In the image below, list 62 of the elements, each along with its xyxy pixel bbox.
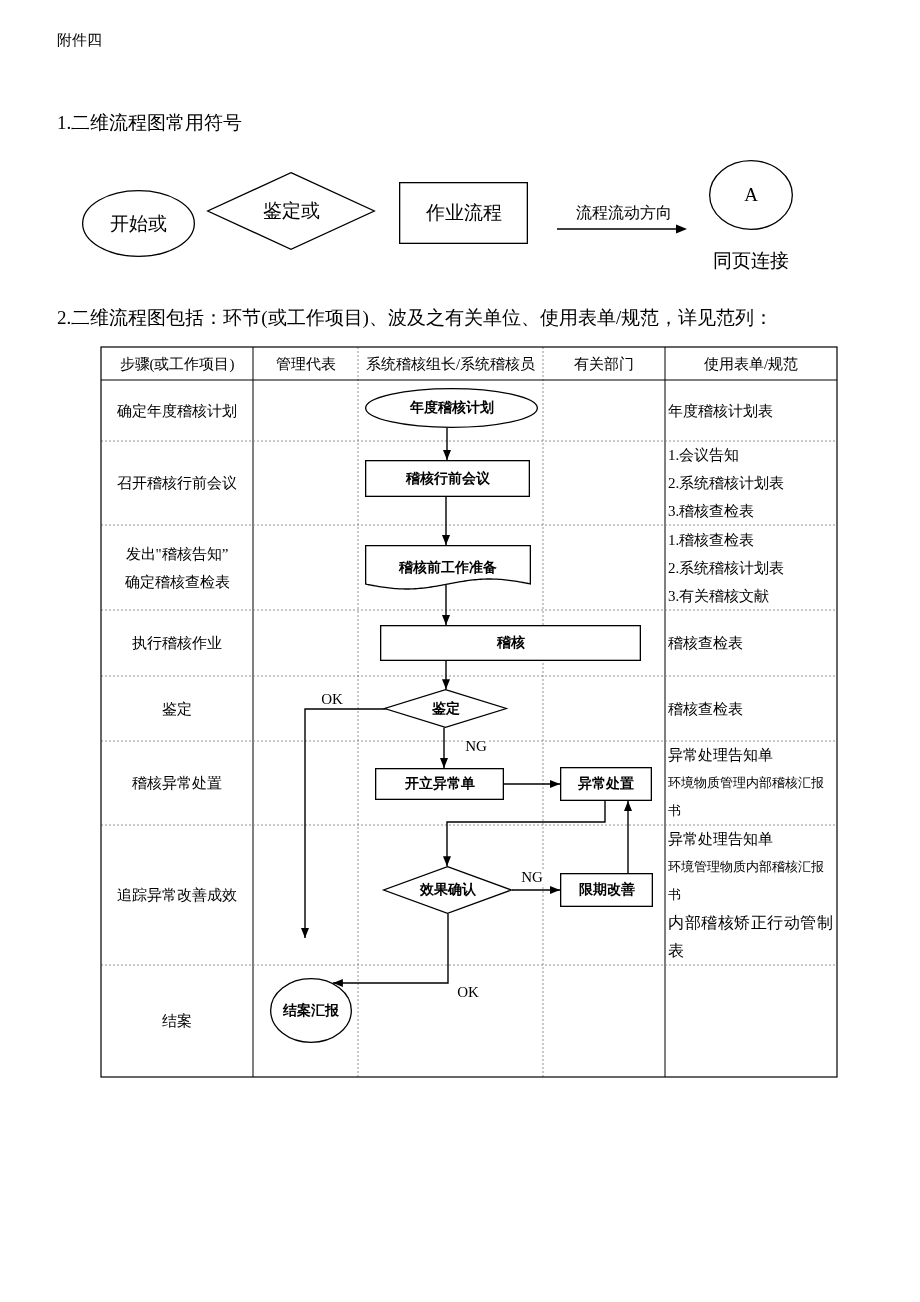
terminal-ellipse: 结案汇报 [270, 978, 352, 1043]
caption-text: 同页连接 [713, 250, 789, 273]
form-name: 异常处理告知单 [668, 746, 773, 765]
form-name: 1.稽核查检表 [668, 530, 755, 550]
edge-label: NG [464, 738, 488, 754]
form-name: 环境物质管理内部稽核汇报书 [668, 774, 825, 820]
form-name: 2.系统稽核计划表 [668, 474, 785, 493]
arrow [301, 708, 387, 939]
document-shape: 稽核前工作准备 [365, 545, 531, 590]
edge-label: OK [456, 984, 480, 1000]
form-name: 1.会议告知 [668, 446, 740, 465]
arrow [624, 800, 632, 874]
step-name: 鉴定 [162, 699, 192, 719]
arrow [443, 800, 606, 867]
column-header: 使用表单/规范 [703, 354, 799, 374]
form-name: 内部稽核矫正行动管制表 [668, 913, 834, 961]
terminal-ellipse: 年度稽核计划 [365, 388, 538, 428]
process-box: 作业流程 [399, 182, 528, 244]
form-name: 稽核查检表 [668, 634, 743, 653]
step-name: 确定稽核查检表 [124, 572, 230, 592]
section-heading: 1.二维流程图常用符号 [57, 112, 243, 135]
step-name: 发出"稽核告知” [125, 544, 229, 564]
column-header: 管理代表 [275, 354, 336, 374]
step-name: 结案 [162, 1012, 192, 1031]
column-header: 有关部门 [574, 354, 634, 374]
form-name: 异常处理告知单 [668, 830, 773, 849]
form-name: 环境管理物质内部稽核汇报书 [668, 858, 825, 904]
arrow [332, 913, 449, 987]
form-name: 2.系统稽核计划表 [668, 558, 785, 578]
step-name: 稽核异常处置 [132, 774, 222, 793]
decision-diamond: 效果确认 [383, 866, 512, 914]
arrow [442, 583, 450, 626]
connector-circle: A [709, 160, 793, 230]
arrow [511, 886, 561, 894]
step-name: 执行稽核作业 [132, 634, 222, 653]
form-name: 稽核查检表 [668, 699, 743, 719]
step-name: 召开稽核行前会议 [117, 474, 237, 493]
process-box: 开立异常单 [375, 768, 504, 800]
arrow [440, 726, 448, 769]
arrow-caption: 流程流动方向 [576, 203, 672, 223]
form-name: 3.有关稽核文献 [668, 586, 770, 606]
edge-label: NG [520, 869, 544, 885]
arrow [503, 780, 561, 788]
arrow [443, 427, 451, 461]
form-name: 3.稽核查检表 [668, 502, 755, 521]
arrow [442, 496, 450, 546]
process-box: 限期改善 [560, 873, 653, 907]
column-header: 系统稽核组长/系统稽核员 [365, 354, 536, 374]
arrow [442, 660, 450, 690]
edge-label: OK [320, 691, 344, 707]
process-box: 稽核 [380, 625, 641, 661]
process-box: 稽核行前会议 [365, 460, 530, 497]
attachment-label: 附件四 [57, 31, 102, 49]
step-name: 确定年度稽核计划 [117, 401, 237, 421]
column-header: 步骤(或工作项目) [119, 354, 235, 374]
step-name: 追踪异常改善成效 [117, 886, 237, 905]
decision-diamond: 鉴定 [384, 689, 507, 728]
form-name: 年度稽核计划表 [668, 401, 773, 421]
process-box: 异常处置 [560, 767, 652, 801]
decision-diamond: 鉴定或 [207, 172, 375, 250]
section-heading: 2.二维流程图包括：环节(或工作项目)、波及之有关单位、使用表单/规范，详见范列： [57, 307, 774, 330]
start-ellipse: 开始或 [82, 190, 195, 257]
